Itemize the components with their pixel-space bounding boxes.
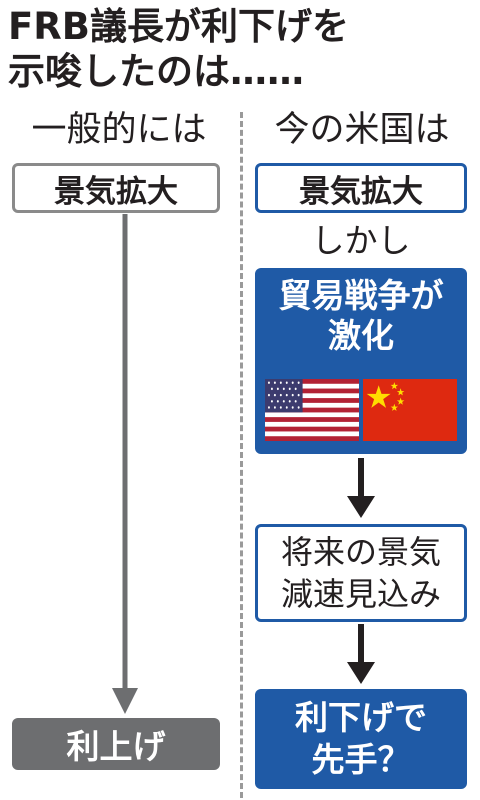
right-arrow-1-head [347,496,375,518]
trade-war-box: 貿易戦争が 激化 [255,268,467,454]
left-long-arrow [112,214,138,714]
outlook-line-2: 減速見込み [280,575,441,613]
outlook-box: 将来の景気 減速見込み [255,524,467,622]
right-end-line-2: 先手？ [311,740,411,779]
right-end-box: 利下げで 先手？ [255,689,467,789]
right-arrow-2-head [347,662,375,684]
title-line-1: FRB議長が利下げを [8,5,349,48]
right-start-box: 景気拡大 [255,163,467,213]
left-start-box: 景気拡大 [12,163,220,213]
left-column-header: 一般的には [31,110,207,150]
right-arrow-1 [347,458,375,518]
left-arrow-head [112,688,138,714]
connector-text: しかし [311,221,411,260]
trade-war-line-2: 激化 [328,316,394,355]
right-start-box-label: 景気拡大 [299,173,423,210]
column-divider [240,112,243,798]
title-line-2: 示唆したのは…… [8,50,304,93]
outlook-line-1: 将来の景気 [280,533,441,571]
right-column-header: 今の米国は [274,110,450,150]
trade-war-line-1: 貿易戦争が [278,276,444,315]
left-end-box: 利上げ [12,718,220,770]
left-start-box-label: 景気拡大 [54,173,178,210]
china-flag-icon [363,379,457,441]
right-arrow-2 [347,624,375,684]
left-end-box-label: 利上げ [66,727,166,766]
page-title: FRB議長が利下げを 示唆したのは…… [8,4,474,94]
us-flag-icon [265,379,359,441]
right-end-line-1: 利下げで [295,698,427,737]
